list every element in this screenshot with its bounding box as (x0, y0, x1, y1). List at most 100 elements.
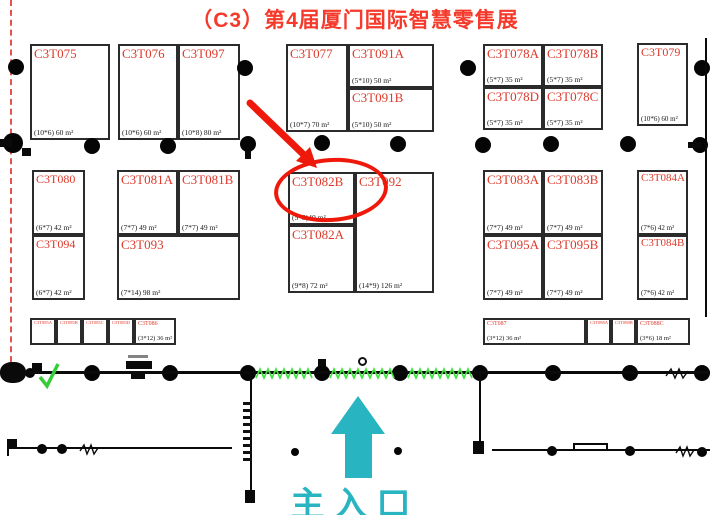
booth-code-label: C3T097 (182, 46, 225, 61)
booth-area-label: (5*10) 50 m² (352, 120, 392, 129)
flag-fixture (7, 439, 17, 448)
booth-C3T085C: C3T085C (82, 318, 108, 345)
booth-C3T085A: C3T085A (30, 318, 56, 345)
column-stub (688, 142, 701, 148)
structural-column (620, 136, 636, 152)
booth-code-label: C3T078B (547, 46, 599, 61)
wall-foot (473, 441, 484, 454)
booth-code-label: C3T078A (487, 46, 539, 61)
booth-C3T080: C3T080(6*7) 42 m² (32, 170, 85, 235)
structural-column (460, 60, 476, 76)
booth-area-label: (7*6) 42 m² (641, 289, 675, 297)
booth-area-label: (7*7) 49 m² (182, 223, 218, 232)
structural-column (475, 137, 491, 153)
booth-area-label: (10*6) 60 m² (34, 128, 74, 137)
platform-tick (573, 443, 575, 450)
structural-column (390, 136, 406, 152)
booth-code-label: C3T095A (487, 237, 539, 252)
booth-area-label: (3*6) 18 m² (640, 335, 671, 342)
page-title: （C3）第4届厦门国际智慧零售展 (191, 9, 519, 32)
booth-area-label: (14*9) 126 m² (359, 281, 403, 290)
structural-column (394, 447, 402, 455)
booth-C3T091B: C3T091B(5*10) 50 m² (348, 88, 434, 132)
utility-fixture-label (128, 355, 148, 358)
booth-area-label: (6*7) 42 m² (36, 223, 72, 232)
booth-C3T081A: C3T081A(7*7) 49 m² (117, 170, 178, 235)
booth-code-label: C3T078D (487, 89, 539, 104)
booth-C3T097: C3T097 (10*8) 80 m² (178, 44, 240, 140)
booth-C3T078A: C3T078A(5*7) 35 m² (483, 44, 543, 87)
booth-code-label: C3T076 (122, 46, 165, 61)
booth-area-label: (7*7) 49 m² (487, 223, 523, 232)
booth-C3T095B: C3T095B (7*7) 49 m² (543, 235, 603, 300)
booth-code-label: C3T079 (641, 45, 681, 59)
booth-area-label: (3*12) 36 m² (138, 335, 173, 342)
platform-tick (606, 443, 608, 450)
booth-code-label: C3T085A (34, 320, 52, 325)
booth-C3T085B: C3T085B (56, 318, 82, 345)
booth-code-label: C3T086 (138, 321, 158, 327)
booth-code-label: C3T084A (641, 172, 685, 184)
booth-C3T079: C3T079(10*6) 60 m² (637, 43, 688, 126)
booth-code-label: C3T085C (86, 320, 104, 325)
booth-C3T076: C3T076 (10*6) 60 m² (118, 44, 178, 140)
booth-area-label: (6*7) 42 m² (36, 288, 72, 297)
booth-C3T082B: C3T082B(5*8)40 m² (288, 172, 355, 225)
structural-column (547, 446, 557, 456)
red-arrow-annotation (246, 99, 317, 168)
booth-area-label: (7*14) 98 m² (121, 288, 161, 297)
booth-C3T084A: C3T084A(7*6) 42 m² (637, 170, 688, 235)
structural-column (240, 136, 256, 152)
utility-fixture (131, 371, 145, 379)
booth-area-label: (5*7) 35 m² (547, 118, 583, 127)
booth-C3T082A: C3T082A(9*8) 72 m² (288, 225, 355, 293)
booth-C3T078D: C3T078D (5*7) 35 m² (483, 87, 543, 130)
booth-area-label: (7*7) 49 m² (547, 288, 583, 297)
corner-column-block (0, 362, 26, 383)
booth-code-label: C3T085D (112, 320, 130, 325)
entrance-label: 主入口 (290, 486, 420, 515)
column-stub (245, 150, 251, 159)
entrance-arrow-shaft (345, 433, 372, 478)
structural-column (57, 444, 67, 454)
green-check-mark (38, 363, 60, 390)
utility-fixture (126, 361, 152, 369)
corner-column-arm (22, 148, 31, 156)
booth-code-label: C3T095B (547, 237, 599, 252)
booth-code-label: C3T083B (547, 172, 599, 187)
booth-area-label: (5*7) 35 m² (547, 75, 583, 84)
structural-column (84, 138, 100, 154)
structural-column (314, 135, 330, 151)
corner-column-arm (0, 139, 12, 147)
booth-C3T083B: C3T083B (7*7) 49 m² (543, 170, 603, 235)
booth-code-label: C3T091A (352, 46, 404, 61)
structural-column (160, 138, 176, 154)
booth-area-label: (5*10) 50 m² (352, 76, 392, 85)
wall-break-marks (79, 367, 695, 458)
booth-area-label: (7*7) 49 m² (547, 223, 583, 232)
booth-area-label: (7*7) 49 m² (487, 288, 523, 297)
booth-C3T085D: C3T085D (108, 318, 134, 345)
booth-C3T088C: C3T088C (3*6) 18 m² (636, 318, 690, 345)
booth-area-label: (10*6) 60 m² (122, 128, 162, 137)
booth-C3T093: C3T093(7*14) 98 m² (117, 235, 240, 300)
booth-C3T084B: C3T084B (7*6) 42 m² (637, 235, 688, 300)
structural-column (625, 446, 635, 456)
booth-code-label: C3T082B (292, 174, 344, 189)
booth-C3T075: C3T075(10*6) 60 m² (30, 44, 110, 140)
structural-column (8, 59, 24, 75)
entrance-right-wall (479, 373, 481, 443)
gate-circle (358, 357, 367, 366)
booth-code-label: C3T087 (487, 321, 507, 327)
booth-C3T088A: C3T088A (586, 318, 611, 345)
booth-code-label: C3T084B (641, 237, 685, 249)
booth-code-label: C3T081A (121, 172, 173, 187)
booth-area-label: (5*7) 35 m² (487, 118, 523, 127)
booth-area-label: (10*8) 80 m² (182, 128, 222, 137)
booth-code-label: C3T088C (640, 321, 664, 327)
booth-area-label: (9*8) 72 m² (292, 281, 328, 290)
structural-column (3, 133, 23, 153)
booth-C3T094: C3T094(6*7) 42 m² (32, 235, 85, 300)
